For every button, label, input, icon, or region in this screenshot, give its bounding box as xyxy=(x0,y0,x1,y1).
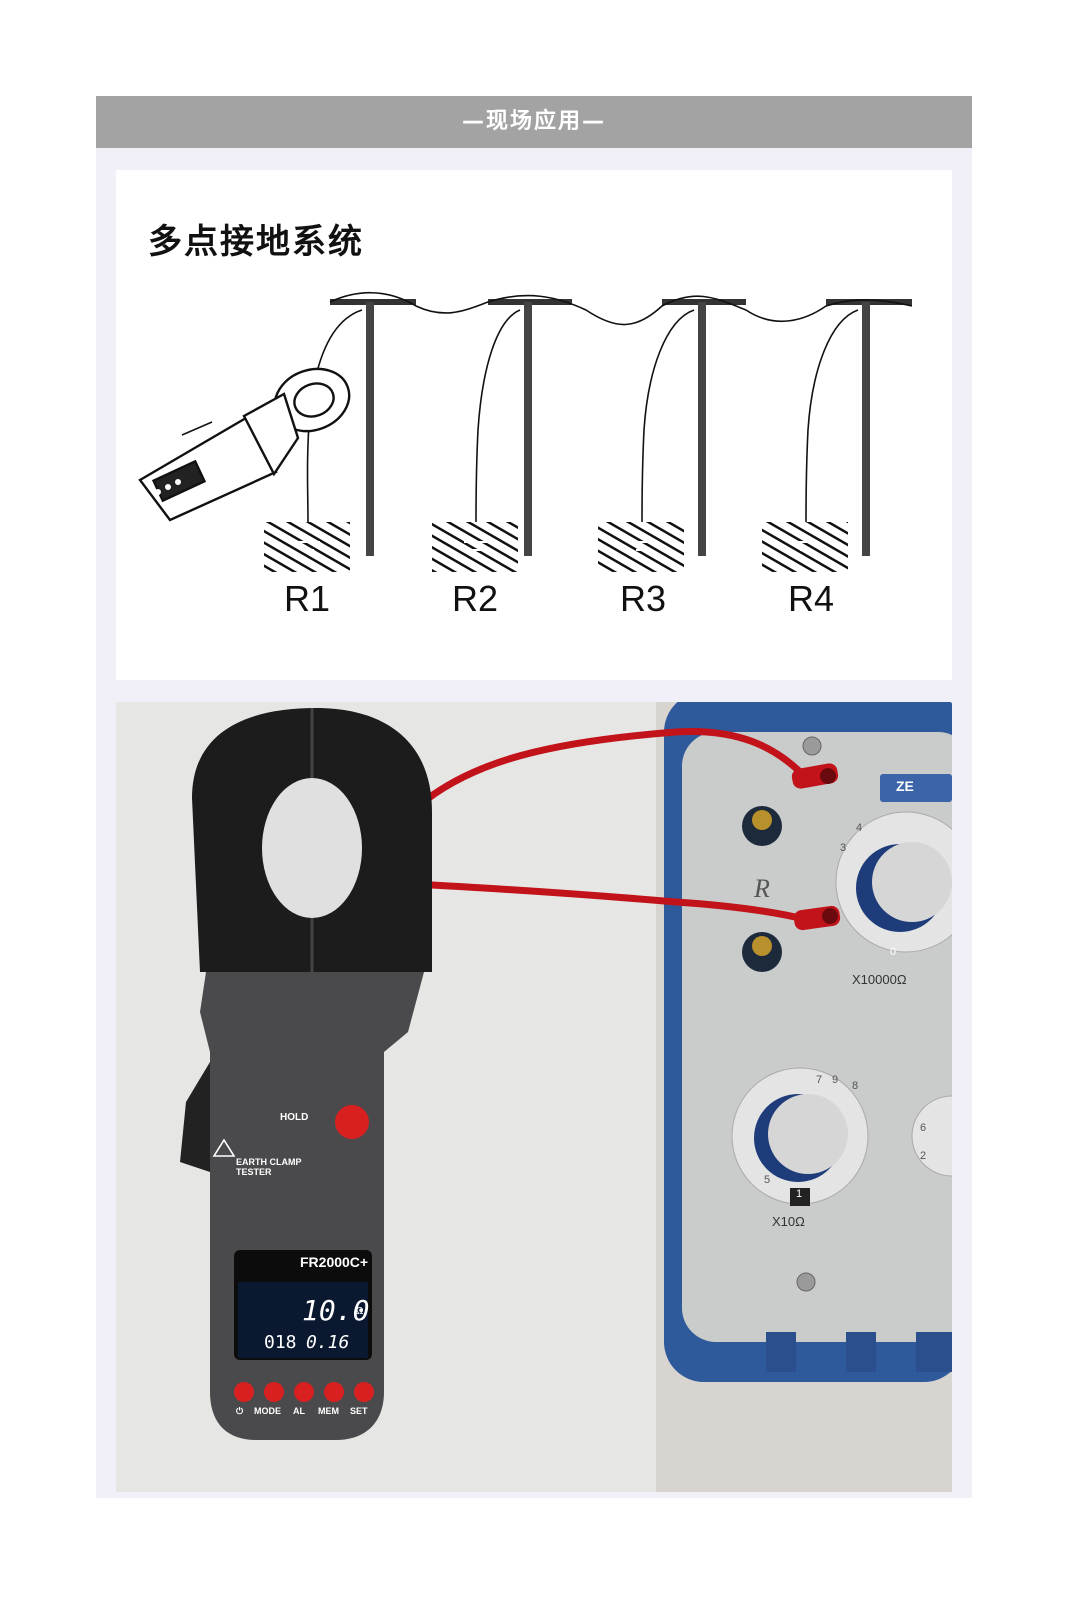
tester-name-line2: TESTER xyxy=(236,1167,272,1177)
lcd-reading-index: 018 xyxy=(264,1332,297,1353)
photo-illustration xyxy=(116,702,952,1492)
set-button-label[interactable]: SET xyxy=(350,1406,368,1416)
dial-number-7: 7 xyxy=(816,1074,823,1086)
resistance-box xyxy=(664,702,952,1382)
lead-plugs xyxy=(791,763,841,931)
hold-label: HOLD xyxy=(280,1112,309,1123)
box-scale-top: X10000Ω xyxy=(852,972,907,987)
dial-number-9: 9 xyxy=(832,1074,839,1086)
box-label-tab: ZE xyxy=(896,778,914,794)
mem-button-label[interactable]: MEM xyxy=(318,1406,339,1416)
al-button-label[interactable]: AL xyxy=(293,1406,305,1416)
section-title: —现场应用— xyxy=(461,109,606,134)
dial-number-6: 6 xyxy=(920,1122,927,1134)
dial-number-4: 4 xyxy=(856,822,863,834)
earth-symbols xyxy=(264,522,848,572)
application-photo: HOLD EARTH CLAMP TESTER FR2000C+ 10.0 Ω … xyxy=(116,702,952,1492)
power-button-label[interactable]: ⏻ xyxy=(236,1406,244,1416)
down-leads xyxy=(306,309,859,523)
diagram-title: 多点接地系统 xyxy=(148,222,364,262)
mode-button-label[interactable]: MODE xyxy=(254,1406,281,1416)
dial-number-3: 3 xyxy=(840,842,847,854)
lcd-reading-unit: Ω xyxy=(356,1306,364,1317)
dial-number-5: 5 xyxy=(764,1174,771,1186)
dial-number-0: 0 xyxy=(890,946,897,958)
tester-name-line1: EARTH CLAMP xyxy=(236,1157,302,1167)
ground-label-r1: R1 xyxy=(284,578,331,619)
multipoint-grounding-diagram: 多点接地系统 xyxy=(116,170,952,680)
ground-label-r4: R4 xyxy=(788,578,835,619)
earth-clamp-tester xyxy=(180,708,432,1440)
dial-number-1: 1 xyxy=(796,1188,803,1200)
lcd-reading-main: 10.0 xyxy=(302,1294,370,1327)
clamp-meter-sketch xyxy=(138,367,351,522)
model-label: FR2000C+ xyxy=(300,1254,369,1270)
ground-rods xyxy=(366,302,870,556)
ground-label-r3: R3 xyxy=(620,578,667,619)
grounding-schematic xyxy=(138,291,913,572)
bus-wire xyxy=(329,291,913,326)
ground-label-r2: R2 xyxy=(452,578,499,619)
dial-number-8: 8 xyxy=(852,1080,859,1092)
dial-number-2: 2 xyxy=(920,1150,927,1162)
box-r-label: R xyxy=(754,874,770,903)
section-header: —现场应用— xyxy=(96,96,972,148)
lcd-reading-current: 0.16 xyxy=(306,1332,350,1353)
box-scale-bottom: X10Ω xyxy=(772,1214,805,1229)
